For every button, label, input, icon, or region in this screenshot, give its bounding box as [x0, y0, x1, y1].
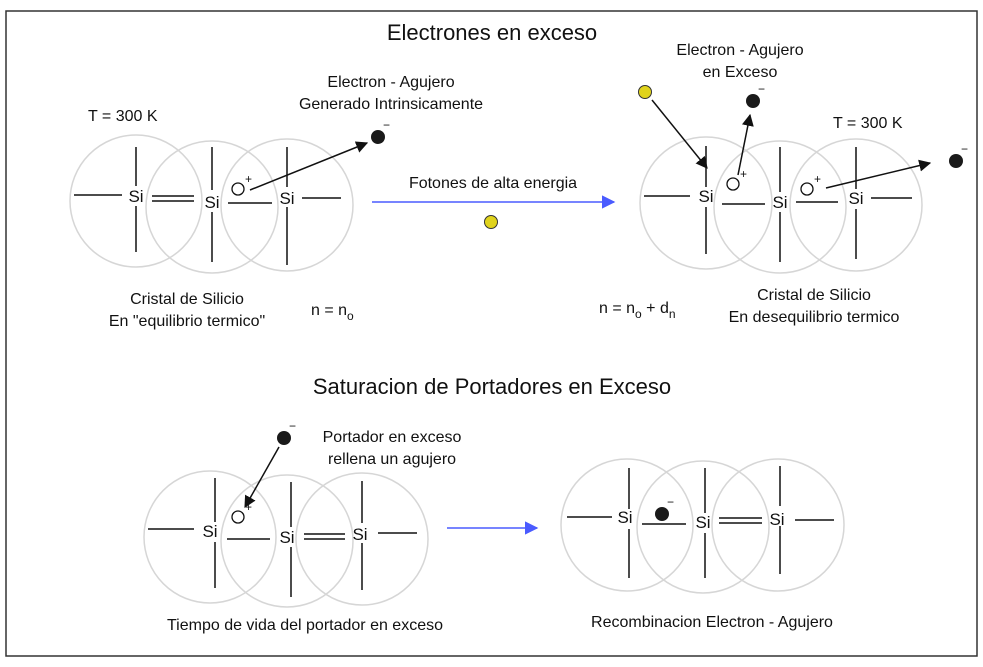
label-crystal-neq-line1: Cristal de Silicio — [757, 287, 871, 304]
arrow-intrinsic-electron — [825, 159, 932, 189]
atom-circle — [711, 458, 845, 592]
si-atom-label: Si — [279, 528, 294, 547]
n-neq-sub1: o — [635, 307, 642, 321]
electron-minus-sign: − — [289, 419, 296, 433]
si-atom-label: Si — [128, 187, 143, 206]
label-pair-excess-line2: en Exceso — [703, 64, 778, 81]
electron-minus-sign: − — [667, 495, 674, 509]
label-carrier-fill-line1: Portador en exceso — [323, 429, 462, 446]
electron-minus-sign: − — [961, 142, 968, 156]
si-atom-label: Si — [617, 508, 632, 527]
n-eq-lhs: n = n — [311, 302, 347, 319]
arrow-excess-electron — [737, 113, 754, 176]
atom-circle — [639, 136, 773, 270]
hole-symbol — [231, 510, 245, 524]
n-neq-sub2: n — [669, 307, 676, 321]
n-neq-mid: + d — [642, 300, 669, 317]
label-n-equilibrium: n = no — [311, 302, 354, 323]
atom-circle — [713, 140, 847, 274]
label-pair-excess-line1: Electron - Agujero — [676, 42, 803, 59]
si-atom-label: Si — [772, 193, 787, 212]
electron-dot — [371, 130, 385, 144]
hole-plus-sign: + — [740, 167, 747, 181]
si-atom-label: Si — [352, 525, 367, 544]
crystal-nonequilibrium: Si Si Si + + − − — [638, 82, 968, 274]
label-crystal-neq-line2: En desequilibrio termico — [729, 309, 900, 326]
arrow-photon-in — [651, 99, 708, 169]
atom-circle — [220, 138, 354, 272]
title-electrones-en-exceso: Electrones en exceso — [387, 20, 597, 45]
crystal-carrier-fill: Si Si Si + − — [143, 419, 429, 608]
arrow-electron-out — [249, 141, 369, 191]
atom-circle — [295, 472, 429, 606]
diagram-frame — [5, 10, 978, 657]
crystal-recombination: Si Si Si − — [560, 458, 845, 594]
electron-dot — [949, 154, 963, 168]
label-pair-intrinsic-line1: Electron - Agujero — [327, 74, 454, 91]
si-atom-label: Si — [848, 189, 863, 208]
atom-circle — [560, 458, 694, 592]
hole-plus-sign: + — [814, 172, 821, 186]
electron-dot — [277, 431, 291, 445]
si-atom-label: Si — [202, 522, 217, 541]
electron-minus-sign: − — [758, 82, 765, 96]
label-lifetime: Tiempo de vida del portador en exceso — [167, 617, 443, 634]
atom-circle — [220, 474, 354, 608]
hole-plus-sign: + — [245, 172, 252, 186]
electron-dot — [746, 94, 760, 108]
atom-circle — [69, 134, 203, 268]
label-recombination: Recombinacion Electron - Agujero — [591, 614, 833, 631]
label-crystal-eq-line2: En "equilibrio termico" — [109, 313, 265, 330]
label-carrier-fill-line2: rellena un agujero — [328, 451, 456, 468]
atom-circle — [789, 138, 923, 272]
title-saturacion: Saturacion de Portadores en Exceso — [313, 374, 671, 399]
atom-circle — [636, 460, 770, 594]
crystal-equilibrium: Si Si Si + − — [69, 118, 390, 274]
hole-symbol — [231, 182, 245, 196]
si-atom-label: Si — [695, 513, 710, 532]
atom-circle — [143, 470, 277, 604]
si-atom-label: Si — [279, 189, 294, 208]
atom-circle — [145, 140, 279, 274]
si-atom-label: Si — [769, 510, 784, 529]
electron-dot — [655, 507, 669, 521]
label-n-nonequilibrium: n = no + dn — [599, 300, 676, 321]
photon-dot — [638, 85, 652, 99]
si-atom-label: Si — [204, 193, 219, 212]
label-pair-intrinsic-line2: Generado Intrinsicamente — [299, 96, 483, 113]
n-eq-sub: o — [347, 309, 354, 323]
hole-symbol — [800, 182, 814, 196]
electron-minus-sign: − — [383, 118, 390, 132]
temperature-left: T = 300 K — [88, 108, 158, 125]
label-crystal-eq-line1: Cristal de Silicio — [130, 291, 244, 308]
hole-symbol — [726, 177, 740, 191]
photon-dot — [484, 215, 498, 229]
temperature-right: T = 300 K — [833, 115, 903, 132]
si-atom-label: Si — [698, 187, 713, 206]
label-photons: Fotones de alta energia — [409, 175, 577, 192]
arrow-carrier-fills-hole — [244, 446, 280, 509]
n-neq-lhs: n = n — [599, 300, 635, 317]
